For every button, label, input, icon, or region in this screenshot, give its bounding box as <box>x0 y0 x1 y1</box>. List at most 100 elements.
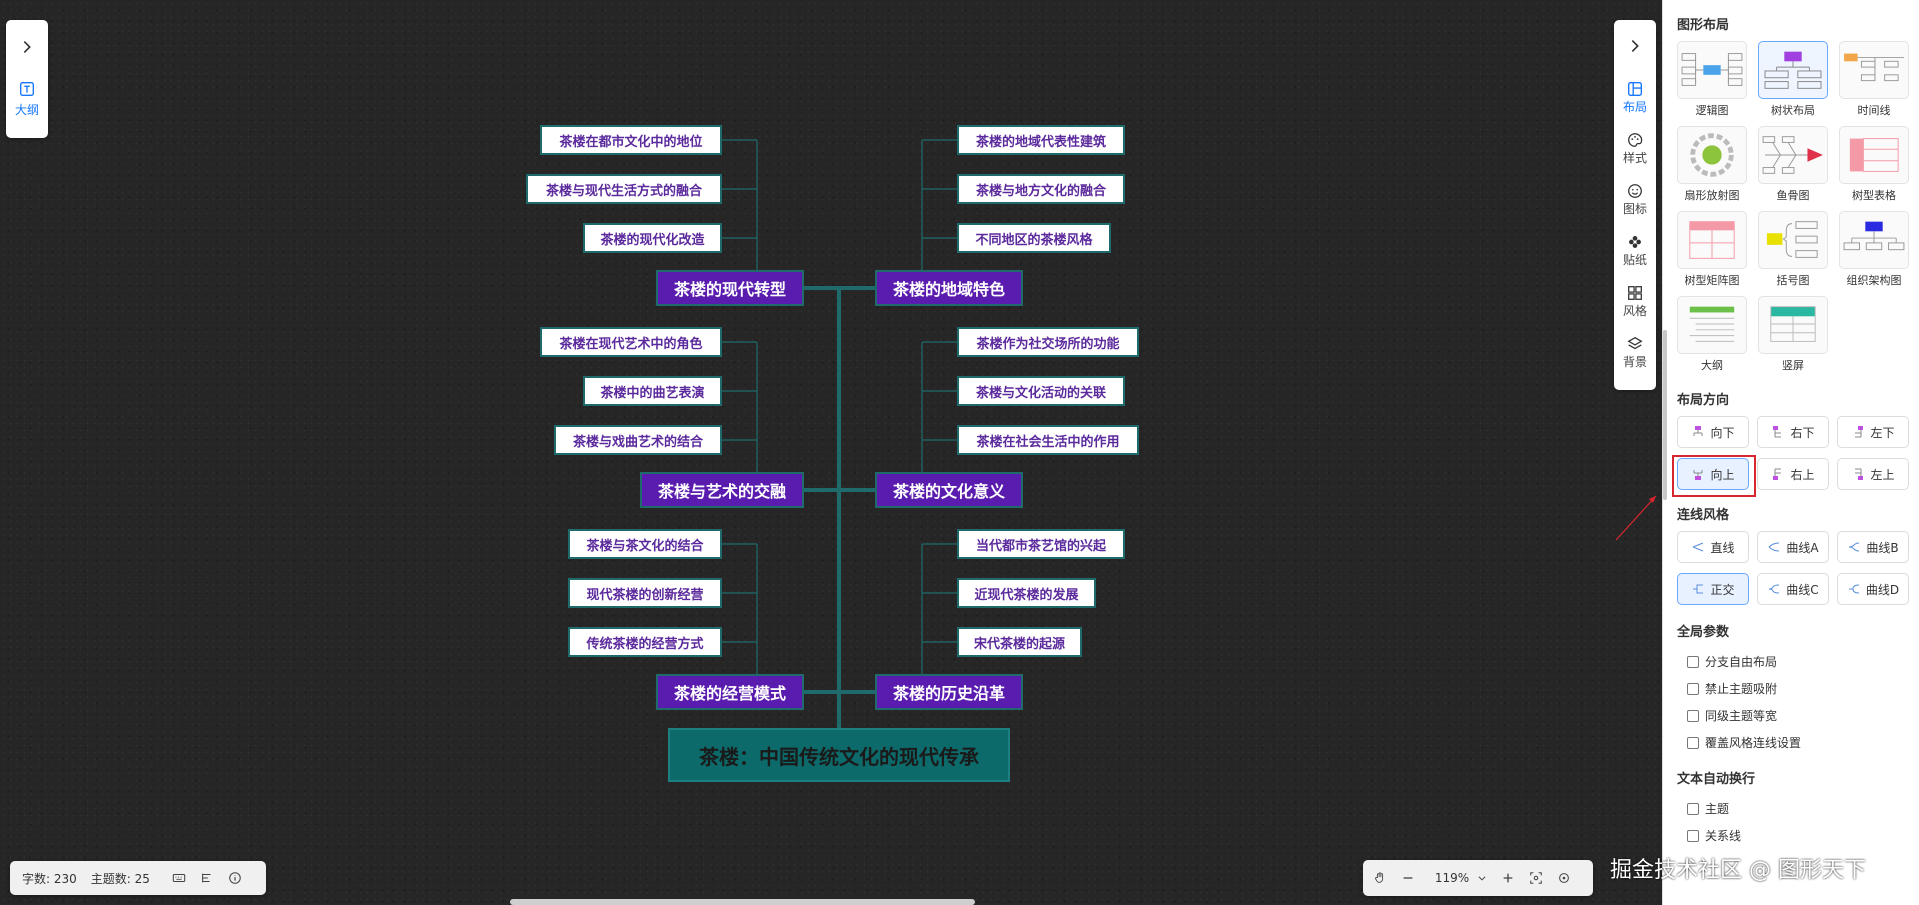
layout-settings-panel: 图形布局 逻辑图 树状布局 时间线 扇形放射图 <box>1662 0 1919 905</box>
structure-icon[interactable] <box>200 871 214 885</box>
checkbox[interactable] <box>1687 736 1699 749</box>
root-node[interactable]: 茶楼：中国传统文化的现代传承 <box>668 728 1010 782</box>
flower-icon <box>1629 236 1641 248</box>
direction-left-down-button[interactable]: 左下 <box>1837 416 1909 448</box>
fit-screen-icon[interactable] <box>1529 871 1543 885</box>
direction-right-up-button[interactable]: 右上 <box>1757 458 1829 490</box>
layout-bracket[interactable]: 括号图 <box>1758 211 1828 288</box>
line-orthogonal-button[interactable]: 正交 <box>1677 573 1749 605</box>
leaf-node[interactable]: 茶楼与地方文化的融合 <box>957 174 1125 204</box>
branch-node[interactable]: 茶楼的地域特色 <box>875 270 1023 306</box>
branch-node[interactable]: 茶楼的历史沿革 <box>875 674 1023 710</box>
leaf-node[interactable]: 不同地区的茶楼风格 <box>957 223 1111 253</box>
line-curve-c-button[interactable]: 曲线C <box>1757 573 1829 605</box>
leaf-node[interactable]: 茶楼作为社交场所的功能 <box>957 327 1139 357</box>
leaf-node[interactable]: 茶楼与文化活动的关联 <box>957 376 1125 406</box>
layout-label: 树型矩阵图 <box>1684 274 1740 287</box>
watermark-text: 掘金技术社区 @ 图形天下 <box>1610 858 1866 883</box>
option-label: 分支自由布局 <box>1705 655 1778 669</box>
direction-down-button[interactable]: 向下 <box>1677 416 1749 448</box>
layout-outline[interactable]: 大纲 <box>1677 296 1747 373</box>
layout-tree-table[interactable]: 树型表格 <box>1839 126 1909 203</box>
layout-radial[interactable]: 扇形放射图 <box>1677 126 1747 203</box>
chevron-down-icon[interactable] <box>1477 871 1487 885</box>
toolbar-label: 贴纸 <box>1622 253 1647 267</box>
zoom-out-icon[interactable] <box>1401 871 1415 885</box>
option-wrap-relation[interactable]: 关系线 <box>1677 822 1909 849</box>
direction-left-up-button[interactable]: 左上 <box>1837 458 1909 490</box>
leaf-node[interactable]: 茶楼的地域代表性建筑 <box>957 125 1125 155</box>
line-style-options: 直线 曲线A 曲线B 正交 曲线C 曲线D <box>1677 531 1909 605</box>
direction-right-down-button[interactable]: 右下 <box>1757 416 1829 448</box>
option-free-branch[interactable]: 分支自由布局 <box>1677 648 1909 675</box>
layout-label: 组织架构图 <box>1846 274 1902 287</box>
tree-matrix-icon <box>1677 211 1747 269</box>
word-count: 字数: 230 <box>22 871 77 886</box>
leaf-node[interactable]: 现代茶楼的创新经营 <box>568 578 722 608</box>
checkbox[interactable] <box>1687 682 1699 695</box>
layout-vertical-screen[interactable]: 竖屏 <box>1758 296 1828 373</box>
outline-button[interactable]: 大纲 <box>6 74 48 124</box>
toolbar-theme[interactable]: 风格 <box>1614 276 1656 327</box>
leaf-node[interactable]: 茶楼与现代生活方式的融合 <box>526 174 722 204</box>
option-wrap-topic[interactable]: 主题 <box>1677 795 1909 822</box>
leaf-node[interactable]: 茶楼的现代化改造 <box>583 223 722 253</box>
leaf-node[interactable]: 茶楼与茶文化的结合 <box>568 529 722 559</box>
option-override-lines[interactable]: 覆盖风格连线设置 <box>1677 729 1909 756</box>
info-icon[interactable] <box>228 871 242 885</box>
checkbox[interactable] <box>1687 655 1699 668</box>
layout-org-chart[interactable]: 组织架构图 <box>1839 211 1909 288</box>
line-curve-d-button[interactable]: 曲线D <box>1837 573 1909 605</box>
section-title-wrap: 文本自动换行 <box>1677 772 1756 787</box>
leaf-node[interactable]: 茶楼在社会生活中的作用 <box>957 425 1139 455</box>
branch-node[interactable]: 茶楼的经营模式 <box>656 674 804 710</box>
toolbar-style[interactable]: 样式 <box>1614 123 1656 174</box>
leaf-node[interactable]: 茶楼在现代艺术中的角色 <box>540 327 722 357</box>
option-label: 禁止主题吸附 <box>1705 682 1778 696</box>
leaf-node[interactable]: 茶楼与戏曲艺术的结合 <box>554 425 722 455</box>
layout-timeline[interactable]: 时间线 <box>1839 41 1909 118</box>
zoom-level[interactable]: 119% <box>1434 871 1470 885</box>
leaf-node[interactable]: 当代都市茶艺馆的兴起 <box>957 529 1125 559</box>
checkbox[interactable] <box>1687 802 1699 815</box>
line-straight-button[interactable]: 直线 <box>1677 531 1749 563</box>
keyboard-icon[interactable] <box>172 871 186 885</box>
collapse-panel-button[interactable] <box>1614 20 1656 72</box>
line-straight-icon <box>1693 542 1704 552</box>
annotation-arrow <box>1615 495 1657 541</box>
option-no-snap[interactable]: 禁止主题吸附 <box>1677 675 1909 702</box>
branch-node[interactable]: 茶楼的现代转型 <box>656 270 804 306</box>
locate-icon[interactable] <box>1557 871 1571 885</box>
horizontal-scrollbar[interactable] <box>510 899 975 905</box>
leaf-node[interactable]: 近现代茶楼的发展 <box>957 578 1096 608</box>
line-curve-a-button[interactable]: 曲线A <box>1757 531 1829 563</box>
leaf-node[interactable]: 宋代茶楼的起源 <box>957 627 1082 657</box>
option-equal-width[interactable]: 同级主题等宽 <box>1677 702 1909 729</box>
layout-fishbone[interactable]: 鱼骨图 <box>1758 126 1828 203</box>
expand-panel-button[interactable] <box>6 20 48 74</box>
logic-map-icon <box>1677 41 1747 99</box>
hand-icon[interactable] <box>1373 871 1387 885</box>
mindmap-canvas[interactable]: 茶楼在都市文化中的地位 茶楼与现代生活方式的融合 茶楼的现代化改造 茶楼的现代转… <box>0 0 1662 905</box>
direction-up-button[interactable]: 向上 <box>1672 455 1756 497</box>
line-curve-b-button[interactable]: 曲线B <box>1837 531 1909 563</box>
checkbox[interactable] <box>1687 829 1699 842</box>
direction-label: 右上 <box>1790 467 1815 482</box>
branch-node[interactable]: 茶楼的文化意义 <box>875 472 1023 508</box>
leaf-node[interactable]: 传统茶楼的经营方式 <box>568 627 722 657</box>
toolbar-layout[interactable]: 布局 <box>1614 72 1656 123</box>
zoom-in-icon[interactable] <box>1501 871 1515 885</box>
toolbar-sticker[interactable]: 贴纸 <box>1614 225 1656 276</box>
leaf-node[interactable]: 茶楼在都市文化中的地位 <box>540 125 722 155</box>
toolbar-icon[interactable]: 图标 <box>1614 174 1656 225</box>
leaf-node[interactable]: 茶楼中的曲艺表演 <box>583 376 722 406</box>
chevron-right-icon <box>23 41 31 53</box>
branch-node[interactable]: 茶楼与艺术的交融 <box>640 472 804 508</box>
layout-logic[interactable]: 逻辑图 <box>1677 41 1747 118</box>
section-title-direction: 布局方向 <box>1677 393 1730 408</box>
layout-tree[interactable]: 树状布局 <box>1758 41 1828 118</box>
checkbox[interactable] <box>1687 709 1699 722</box>
toolbar-background[interactable]: 背景 <box>1614 327 1656 378</box>
sidebar-scrollbar[interactable] <box>1663 330 1667 500</box>
layout-tree-matrix[interactable]: 树型矩阵图 <box>1677 211 1747 288</box>
